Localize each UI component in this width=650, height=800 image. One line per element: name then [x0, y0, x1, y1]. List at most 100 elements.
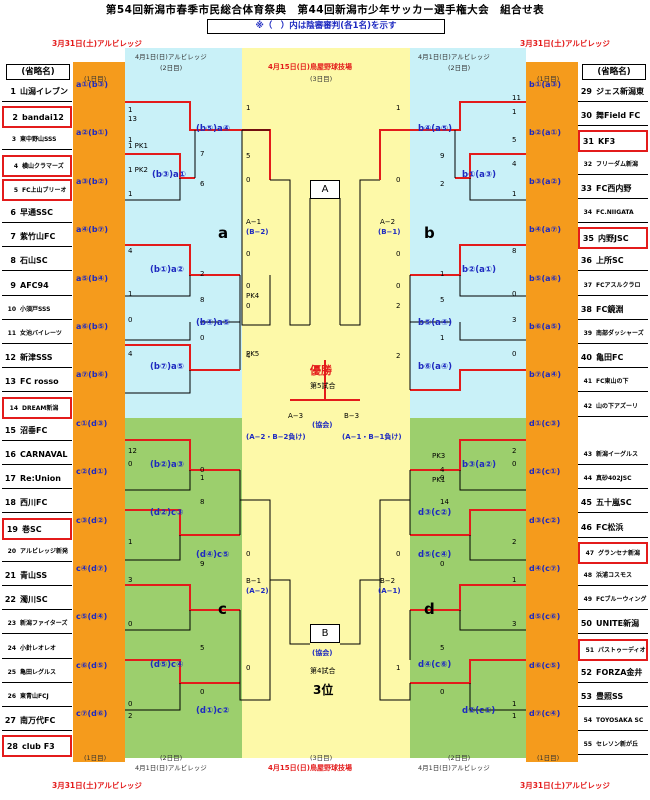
bracket-line	[200, 275, 241, 323]
team-number: 9	[10, 280, 16, 290]
right-slot-label: b②(a①)	[529, 128, 561, 138]
team-number: 23	[7, 620, 16, 628]
bracket-line	[270, 179, 310, 326]
left-team-row: 18 西川FC	[2, 493, 72, 514]
team-number: 22	[4, 595, 16, 605]
bracket-line	[125, 275, 191, 297]
right-score: 1	[512, 108, 517, 116]
bracket-line	[410, 439, 526, 471]
team-name: 青山SS	[20, 571, 48, 580]
day1-left-bottom: (1日目)	[84, 754, 107, 762]
bracket-line	[125, 683, 181, 711]
left-slot-label: a④(b⑦)	[76, 225, 108, 235]
team-number: 34	[583, 209, 592, 216]
day3-top: (3日目)	[310, 75, 333, 83]
left-round2-label: (d⑤)c④	[150, 660, 184, 670]
bracket-line	[410, 369, 526, 391]
day3-bottom: (3日目)	[310, 754, 333, 762]
venue-day2-left-bottom: 4月1日(日)アルビレッジ	[135, 764, 207, 772]
team-name: 小針レオレオ	[20, 644, 57, 652]
left-score: 0	[200, 466, 205, 474]
right-score: 0	[512, 350, 517, 358]
team-name: UNITE新潟	[596, 619, 640, 629]
left-round2-label: (d②)c③	[150, 508, 184, 518]
bracket-line	[459, 470, 526, 491]
left-round2-label: (d④)c⑤	[196, 550, 230, 560]
team-number: 26	[7, 693, 16, 700]
bracket-line	[410, 659, 526, 684]
right-score: 0	[440, 688, 445, 696]
label-b2-sub: (A−1)	[378, 587, 401, 595]
left-day1-column	[73, 62, 125, 762]
team-name: FC松浜	[596, 522, 624, 532]
team-number: 12	[4, 353, 16, 363]
team-name: パストゥーディオ	[598, 646, 646, 654]
team-number: 52	[580, 667, 592, 677]
bracket-line	[125, 322, 191, 341]
team-name: KF3	[598, 137, 616, 147]
team-name: FORZA金井	[596, 667, 643, 677]
left-score: 4	[246, 352, 251, 360]
team-name: bandai12	[22, 113, 64, 123]
bracket-line	[459, 610, 526, 631]
left-score: 0	[200, 334, 205, 342]
bracket-line	[241, 130, 271, 326]
team-name: 新津SSS	[20, 353, 53, 363]
right-score: 0	[396, 176, 401, 184]
pk-label: PK4	[246, 292, 260, 300]
team-name: 西川FC	[20, 498, 48, 508]
right-score: 0	[512, 290, 517, 298]
venue-day3-top: 4月15日(日)鳥屋野球技場	[268, 63, 353, 71]
bracket-line	[469, 178, 526, 201]
right-round2-label: d②(c①)	[462, 706, 496, 716]
team-number: 39	[583, 330, 592, 337]
team-number: 40	[580, 353, 592, 363]
team-name: 女池バイレーツ	[20, 330, 62, 337]
team-number: 35	[582, 234, 594, 244]
right-score: 8	[512, 247, 517, 255]
label-a3: A−3	[288, 412, 304, 420]
team-name: 上所SC	[596, 256, 624, 266]
right-score: 11	[512, 94, 521, 102]
team-number: 19	[6, 524, 18, 534]
right-score: 1	[440, 270, 445, 278]
venue-right-bottom: 3月31日(土)アルビレッジ	[520, 781, 610, 790]
team-number: 51	[585, 646, 594, 654]
left-score: 0	[246, 176, 251, 184]
right-slot-label: d③(c②)	[529, 515, 561, 525]
team-name: 山潟イレブン	[20, 87, 68, 96]
team-number: 3	[11, 136, 16, 144]
third-place-label: 3位	[313, 683, 334, 697]
team-number: 18	[4, 498, 16, 508]
day2-left-bottom: (2日目)	[160, 754, 183, 762]
bracket-line	[239, 580, 271, 701]
team-name: FC上山ブリーオ	[22, 186, 67, 194]
left-top-day2-area	[125, 48, 242, 418]
team-number: 43	[583, 451, 592, 458]
team-number: 53	[580, 692, 592, 701]
team-name: フリーダム新潟	[596, 160, 639, 168]
team-name: AFC94	[20, 280, 49, 290]
left-score: 7	[200, 150, 205, 158]
right-slot-label: b①(a③)	[529, 80, 561, 89]
team-name: 石山SC	[20, 256, 48, 266]
right-score: 1	[512, 700, 517, 708]
group-a-label: a	[218, 224, 229, 242]
right-round2-label: b③(a②)	[462, 460, 496, 470]
left-round2-label: (b①)a②	[150, 265, 184, 275]
